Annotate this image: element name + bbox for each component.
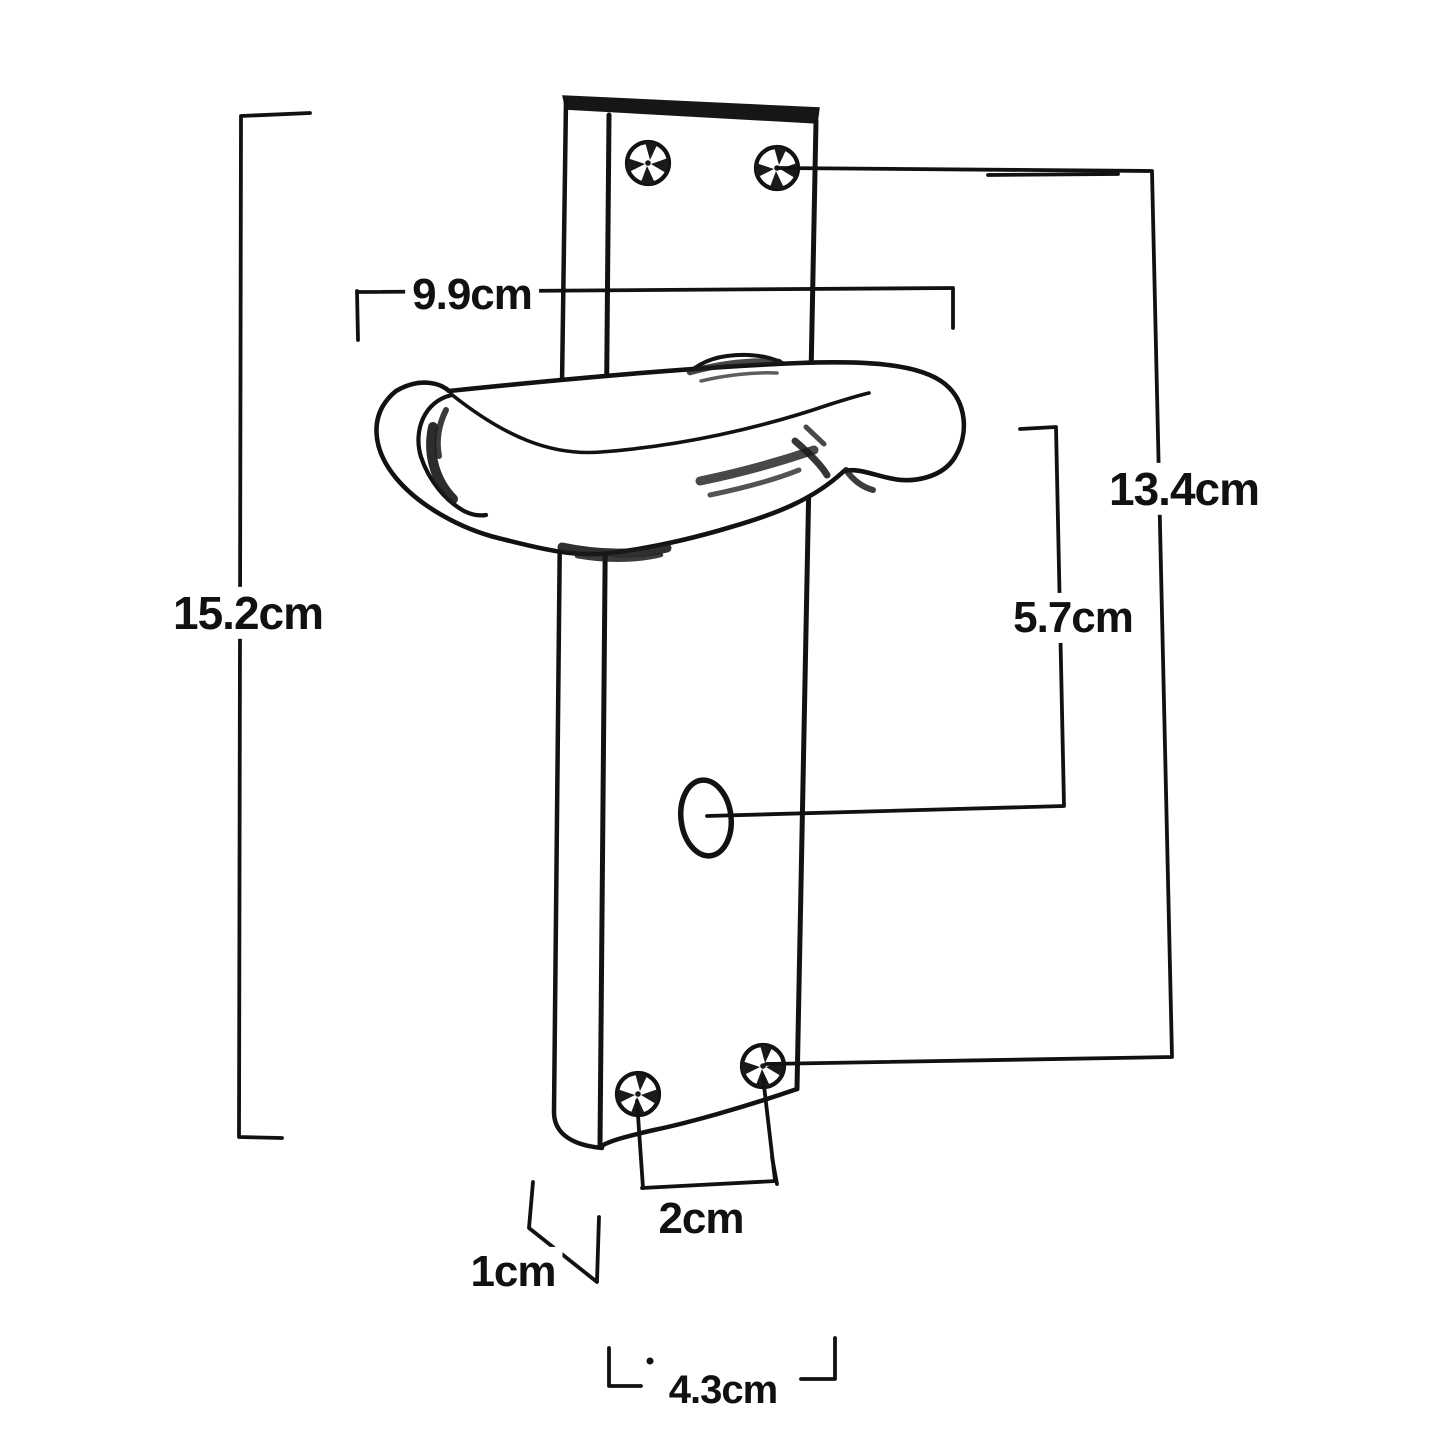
dim-label-plate-width: 4.3cm bbox=[661, 1367, 785, 1413]
dimension-plate-width-bracket-left bbox=[607, 1346, 643, 1388]
backplate-side-face bbox=[554, 100, 609, 1148]
dimension-plate-width-dot bbox=[646, 1357, 654, 1365]
dim-label-plate-depth: 1cm bbox=[463, 1246, 563, 1298]
dimension-screw-gap-tick bbox=[770, 1155, 779, 1186]
dimension-screw-centres-line bbox=[764, 166, 1174, 1066]
dim-label-lever-width: 9.9cm bbox=[405, 269, 539, 321]
plate-right-edge bbox=[794, 118, 819, 1092]
plate-left-inner-edge bbox=[597, 112, 612, 1149]
dim-label-screw-gap: 2cm bbox=[651, 1193, 751, 1245]
plate-left-outer-edge bbox=[551, 97, 605, 1151]
backplate-sketch bbox=[551, 95, 820, 1151]
dimension-lever-width-line bbox=[356, 286, 955, 330]
dimension-screw-gap-ext-left bbox=[635, 1099, 645, 1190]
dimension-screw-gap-baseline bbox=[640, 1179, 778, 1190]
dimension-plate-depth-line-b bbox=[595, 1215, 601, 1283]
dim-label-thumbturn: 5.7cm bbox=[1006, 592, 1140, 644]
lever-outline bbox=[374, 360, 967, 557]
dim-label-screw-centres: 13.4cm bbox=[1101, 462, 1267, 516]
lever-crease-line bbox=[449, 391, 871, 455]
dimension-plate-depth-line-a bbox=[527, 1180, 599, 1284]
screw-icon-top-left bbox=[627, 142, 669, 184]
dimension-lever-width-bracket bbox=[355, 289, 360, 342]
lever-handle-sketch bbox=[374, 358, 967, 562]
dimension-plate-width-bracket-right bbox=[799, 1336, 837, 1381]
lever-shading bbox=[426, 358, 876, 562]
backplate-front-face bbox=[600, 115, 816, 1147]
plate-bottom-edge bbox=[597, 1086, 800, 1150]
dimension-screw-centres-overstroke bbox=[986, 172, 1120, 177]
dim-label-plate-height: 15.2cm bbox=[165, 586, 331, 640]
lever-scroll-curl bbox=[416, 392, 489, 518]
